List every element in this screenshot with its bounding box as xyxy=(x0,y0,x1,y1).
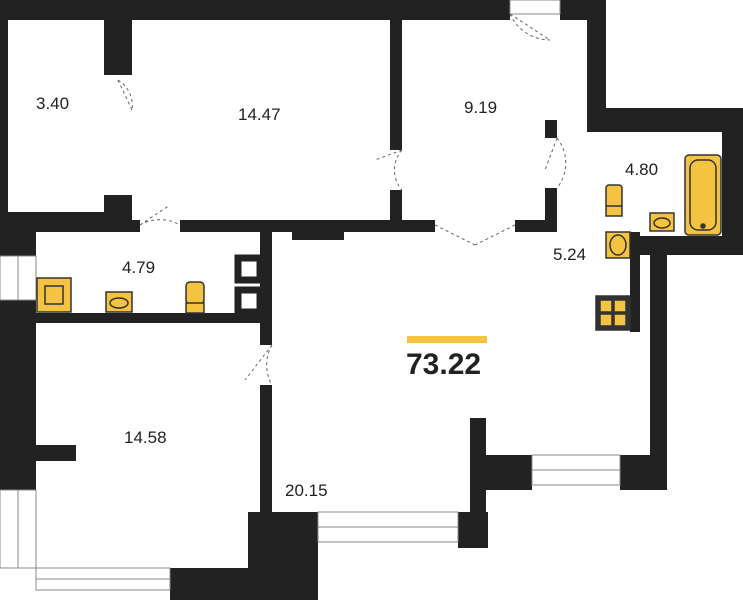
total-area-accent-bar xyxy=(407,336,487,343)
door-bedroom-top[interactable] xyxy=(374,149,403,191)
wall-storage-right xyxy=(104,0,132,75)
wall-bottom-left-column xyxy=(248,512,318,600)
sink-icon xyxy=(105,291,133,313)
room-area-storage: 3.40 xyxy=(36,94,70,113)
room-area-bedroom-top-right: 9.19 xyxy=(464,98,498,117)
fixtures xyxy=(36,154,722,331)
room-area-bedroom-top: 14.47 xyxy=(238,105,281,124)
vent-shaft-top xyxy=(234,254,264,284)
wall-right-upper xyxy=(587,0,606,112)
wall-left-stub xyxy=(36,445,76,461)
toilet-icon xyxy=(185,281,205,314)
window-top-right xyxy=(509,0,561,15)
sink-icon xyxy=(605,231,631,259)
wall-bedroom-divider xyxy=(390,0,402,150)
sink-icon xyxy=(649,212,675,232)
door-top-right[interactable] xyxy=(509,13,551,41)
wall-toilet-bottom xyxy=(36,313,266,323)
windows xyxy=(0,0,621,591)
wall-living-right xyxy=(470,418,486,548)
door-bathroom[interactable] xyxy=(544,137,567,189)
wall-left-lower xyxy=(0,300,36,490)
door-storage[interactable] xyxy=(117,79,133,111)
wall-corridor-top-b xyxy=(180,220,435,232)
wall-right-lower-step xyxy=(620,455,667,490)
wall-corridor-thick xyxy=(292,228,344,240)
wall-living-right-step xyxy=(486,455,532,490)
door-double-center[interactable] xyxy=(434,224,516,246)
wall-top-left xyxy=(0,0,510,20)
doors xyxy=(117,13,567,386)
wall-right-step xyxy=(587,108,743,132)
door-living-left[interactable] xyxy=(244,344,273,386)
wall-left-top xyxy=(0,0,8,255)
room-area-toilet-bath: 4.79 xyxy=(122,258,156,277)
wall-kitchen-partition xyxy=(630,232,640,332)
toilet-icon xyxy=(605,184,623,217)
wall-toilet-living-lower xyxy=(260,385,272,515)
wall-left-mid xyxy=(0,232,36,256)
wall-bathroom-left xyxy=(545,120,557,138)
total-area: 73.22 xyxy=(406,348,482,381)
room-area-bathroom: 4.80 xyxy=(625,160,659,179)
stove-icon xyxy=(595,295,631,331)
room-area-kitchen: 5.24 xyxy=(553,245,587,264)
room-area-bedroom-bottom: 14.58 xyxy=(124,428,167,447)
vent-shaft-bottom xyxy=(234,286,264,316)
wall-right-lower xyxy=(650,236,667,490)
shower-tray-icon xyxy=(36,277,72,313)
wall-corridor-top-a xyxy=(0,220,140,232)
bathtub-icon xyxy=(684,154,722,236)
wall-bathroom-left-lower xyxy=(545,188,557,232)
door-corridor-left[interactable] xyxy=(139,204,181,226)
room-area-living-room: 20.15 xyxy=(285,481,328,500)
wall-right-outer xyxy=(722,108,743,255)
